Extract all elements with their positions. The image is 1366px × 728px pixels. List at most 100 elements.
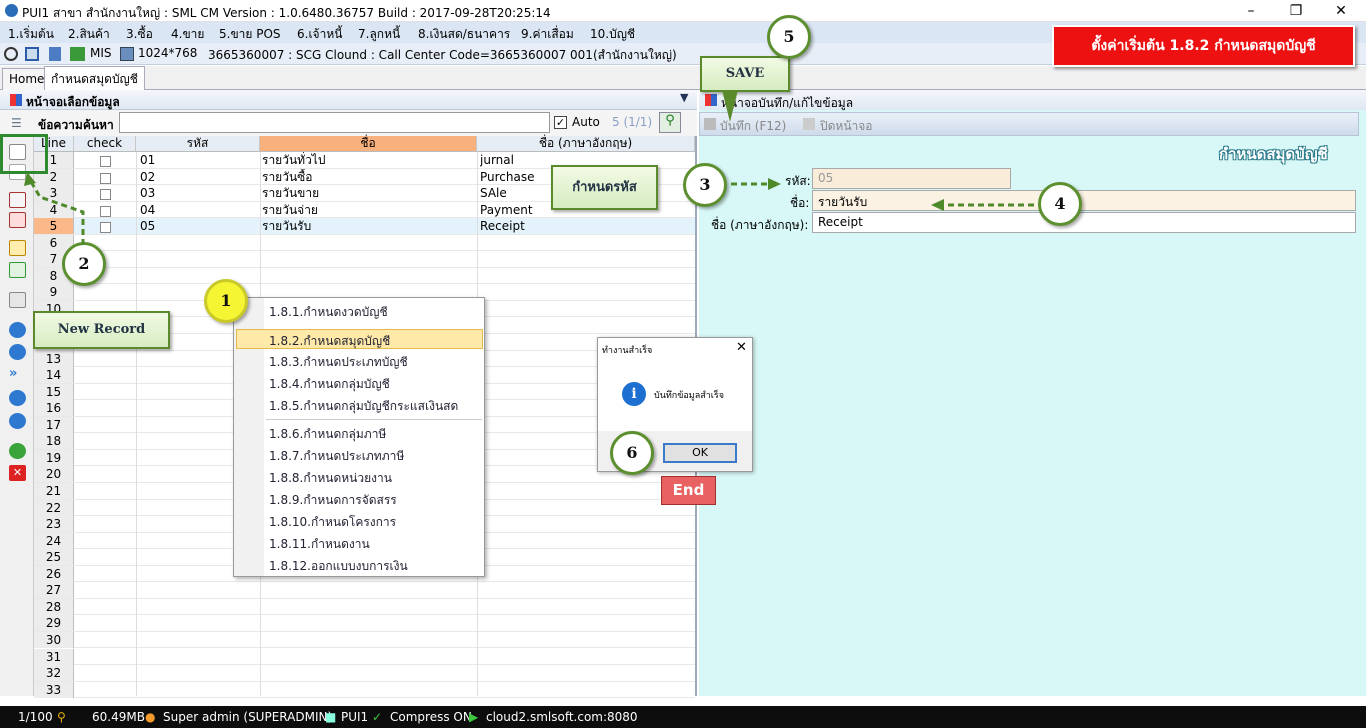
col-name-en[interactable]: ชื่อ (ภาษาอังกฤษ) [477,136,695,152]
row-line-number: 27 [34,582,74,599]
tab-journal-book[interactable]: กำหนดสมุดบัญชี [44,66,145,90]
menu-start[interactable]: 1.เริ่มต้น [8,27,54,41]
menu-cash-bank[interactable]: 8.เงินสด/ธนาคาร [418,27,511,41]
ok-button[interactable]: OK [663,443,737,463]
menu-products[interactable]: 2.สินค้า [68,27,110,41]
menu-depreciation[interactable]: 9.ค่าเสื่อม [521,27,574,41]
window-icon[interactable] [25,47,39,61]
code-field[interactable]: 05 [812,168,1011,189]
menu-purchase[interactable]: 3.ซื้อ [126,27,153,41]
clock-icon[interactable] [4,47,18,61]
form-icon[interactable] [9,292,26,308]
row-checkbox[interactable] [99,156,111,167]
row-checkbox[interactable] [99,205,111,217]
menu-item-account-group[interactable]: 1.8.4.กำหนดกลุ่มบัญชี [269,377,390,391]
close-red-icon[interactable]: ✕ [9,465,26,481]
search-input[interactable] [119,112,550,133]
fast-forward-icon[interactable]: » [9,366,18,381]
menu-item-department[interactable]: 1.8.8.กำหนดหน่วยงาน [269,471,392,485]
restore-button[interactable]: ❐ [1289,3,1303,19]
row-checkbox[interactable] [99,189,111,201]
menu-item-accounting-period[interactable]: 1.8.1.กำหนดงวดบัญชี [269,305,388,319]
table-row[interactable]: 30 [34,631,695,649]
close-page-button[interactable]: ปิดหน้าจอ [820,119,873,133]
row-line-number: 13 [34,350,74,367]
step-banner: ตั้งค่าเริ่มต้น 1.8.2 กำหนดสมุดบัญชี [1052,25,1355,67]
move-down-icon[interactable] [9,413,26,429]
menu-item-job[interactable]: 1.8.11.กำหนดงาน [269,537,370,551]
table-row[interactable]: 28 [34,598,695,616]
table-row[interactable]: 33 [34,681,695,699]
chart-icon[interactable] [70,47,85,61]
menu-item-project[interactable]: 1.8.10.กำหนดโครงการ [269,515,397,529]
tab-home[interactable]: Home [2,68,52,90]
menu-pos[interactable]: 5.ขาย POS [219,27,281,41]
menu-item-journal-book[interactable]: 1.8.2.กำหนดสมุดบัญชี [269,334,391,348]
checklist-icon[interactable] [9,192,26,208]
search-button-icon[interactable]: ⚲ [659,112,681,133]
table-row[interactable]: 6 [34,234,695,252]
help-icon[interactable] [9,443,26,459]
menu-accounts[interactable]: 10.บัญชี [590,27,636,41]
next-icon[interactable] [9,344,26,360]
row-name-en: SAle [480,186,507,201]
step-5-marker: 5 [767,15,811,59]
row-checkbox[interactable] [99,172,111,184]
menu-item-tax-group[interactable]: 1.8.6.กำหนดกลุ่มภาษี [269,427,387,441]
save-button[interactable]: บันทึก (F12) [720,119,787,133]
arrowhead-2 [24,172,36,186]
table-row[interactable]: 27 [34,582,695,599]
col-check[interactable]: check [74,136,136,152]
menu-creditors[interactable]: 6.เจ้าหนี้ [297,27,343,41]
minimize-button[interactable]: – [1247,3,1255,19]
row-line-number: 28 [34,598,74,615]
calculator-icon[interactable] [49,47,61,61]
status-bar: 1/100 ⚲ 60.49MB ● Super admin (SUPERADMI… [0,706,1366,728]
search-row: ☰ ข้อความค้นหา ✓ Auto 5 (1/1) ⚲ [0,110,697,136]
auto-checkbox[interactable]: ✓ [554,116,567,129]
menu-sales[interactable]: 4.ขาย [171,27,205,41]
row-code: 01 [140,153,156,167]
dialog-close-icon[interactable]: ✕ [736,340,747,355]
row-line-number: 33 [34,681,74,698]
table-row[interactable]: 29 [34,615,695,632]
table-row[interactable]: 26 [34,565,695,583]
row-line-number: 29 [34,615,74,632]
import-doc-icon[interactable] [9,262,26,278]
col-code[interactable]: รหัส [136,136,260,152]
mis-label[interactable]: MIS [90,46,112,60]
delete-doc-icon[interactable] [9,212,26,228]
menu-item-financial-statement[interactable]: 1.8.12.ออกแบบงบการเงิน [269,559,408,573]
screen-icon [120,47,134,61]
row-line-number: 18 [34,433,74,450]
row-line-number: 26 [34,565,74,582]
edit-grid-icon [705,94,717,106]
menu-item-cashflow-group[interactable]: 1.8.5.กำหนดกลุ่มบัญชีกระแสเงินสด [269,399,459,413]
row-checkbox[interactable] [99,222,111,234]
filter-icon[interactable]: ☰ [11,116,22,130]
record-count: 5 (1/1) [612,115,653,129]
table-row[interactable]: 31 [34,648,695,665]
row-line-number: 22 [34,499,74,516]
move-up-icon[interactable] [9,390,26,406]
menu-debtors[interactable]: 7.ลูกหนี้ [358,27,401,41]
pin-icon[interactable]: ▼ [680,91,689,104]
page-indicator: 1/100 [18,710,53,724]
row-line-number: 32 [34,665,74,682]
previous-icon[interactable] [9,322,26,338]
col-name[interactable]: ชื่อ [260,136,477,152]
new-record-highlight-box [0,134,48,174]
close-window-button[interactable]: ✕ [1335,3,1347,19]
table-row[interactable]: 32 [34,665,695,682]
lock-doc-icon[interactable] [9,240,26,256]
new-record-icon[interactable] [9,144,26,160]
name-en-field[interactable]: Receipt [812,212,1356,233]
menu-item-allocation[interactable]: 1.8.9.กำหนดการจัดสรร [269,493,397,507]
menu-item-account-type[interactable]: 1.8.3.กำหนดประเภทบัญชี [269,355,408,369]
menu-item-tax-type[interactable]: 1.8.7.กำหนดประเภทภาษี [269,449,405,463]
